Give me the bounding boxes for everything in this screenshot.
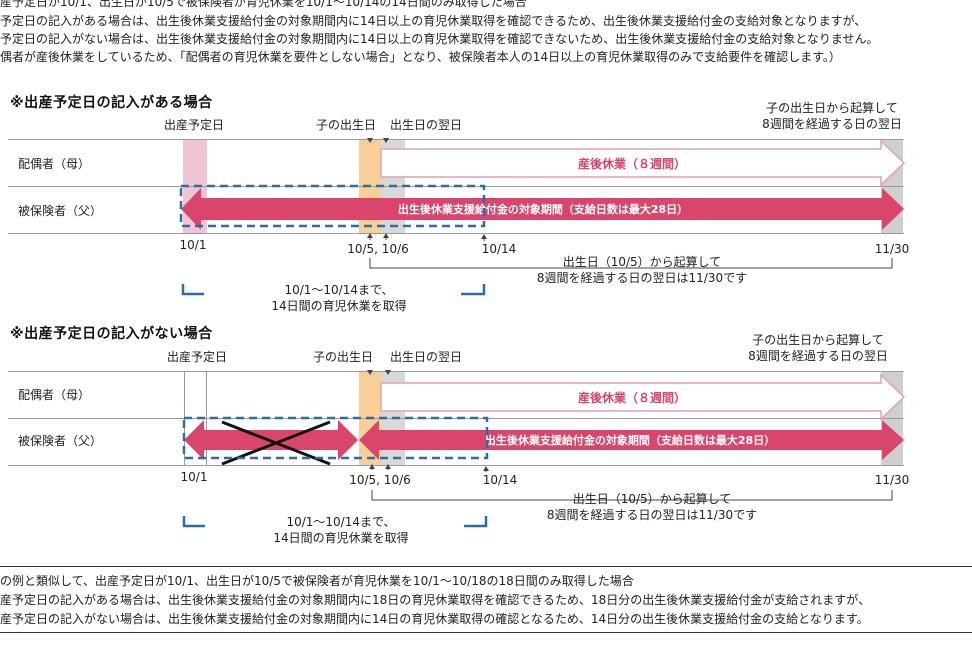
summary-line-3: 産予定日の記入がない場合は、出生後休業支援給付金の対象期間内に14日の育児休業取… — [0, 612, 869, 626]
row-spouse-label: 配偶者（母） — [18, 388, 91, 402]
note-leave: 10/1～10/14まで、 14日間の育児休業を取得 — [273, 515, 409, 545]
date-leave-end: 10/14 — [482, 473, 518, 487]
benefit-label: 出生後休業支援給付金の対象期間（支給日数は最大28日） — [398, 202, 688, 216]
divider — [0, 566, 972, 567]
intro-line-3: 予定日の記入がない場合は、出生後休業支援給付金の対象期間内に14日以上の育児休業… — [0, 32, 879, 46]
label-birth-date: 子の出生日 — [312, 350, 374, 364]
note-leave: 10/1～10/14まで、 14日間の育児休業を取得 — [271, 283, 407, 313]
benefit-label: 出生後休業支援給付金の対象期間（支給日数は最大28日） — [485, 433, 775, 447]
section-heading: ※出産予定日の記入がない場合 — [10, 326, 213, 342]
intro-line-4: 偶者が産後休業をしているため、「配偶者の育児休業を要件としない場合」となり、被保… — [0, 50, 841, 64]
label-next-day: 出生日の翌日 — [389, 118, 463, 132]
note-calc: 出生日（10/5）から起算して 8週間を経過する日の翌日は11/30です — [546, 492, 758, 522]
date-end: 11/30 — [874, 473, 910, 487]
leave-dashed-box — [182, 416, 489, 460]
cross-mark — [221, 420, 331, 466]
label-8weeks: 子の出生日から起算して 8週間を経過する日の翌日 — [762, 101, 902, 131]
date-birth: 10/5, 10/6 — [349, 473, 411, 487]
date-end: 11/30 — [874, 242, 910, 256]
row-insured-label: 被保険者（父） — [18, 434, 103, 448]
leave-dashed-box — [179, 184, 486, 228]
postnatal-label: 産後休業（８週間） — [578, 156, 686, 171]
label-due-date: 出産予定日 — [166, 350, 228, 364]
row-spouse-label: 配偶者（母） — [18, 157, 91, 171]
date-leave-end: 10/14 — [481, 242, 517, 256]
date-due: 10/1 — [180, 470, 208, 484]
date-birth: 10/5, 10/6 — [347, 242, 409, 256]
summary-line-1: の例と類似して、出産予定日が10/1、出生日が10/5で被保険者が育児休業を10… — [0, 574, 634, 588]
label-next-day: 出生日の翌日 — [389, 350, 463, 364]
invalid-leave-arrow — [184, 420, 358, 460]
row-insured-label: 被保険者（父） — [18, 204, 103, 218]
section-heading: ※出産予定日の記入がある場合 — [10, 95, 213, 111]
label-8weeks: 子の出生日から起算して 8週間を経過する日の翌日 — [748, 333, 888, 363]
label-due-date: 出産予定日 — [163, 118, 225, 132]
intro-line-2: 予定日の記入がある場合は、出生後休業支援給付金の対象期間内に14日以上の育児休業… — [0, 14, 867, 28]
postnatal-label: 産後休業（８週間） — [578, 390, 686, 405]
intro-line-1: 産予定日が10/1、出生日が10/5で被保険者が育児休業を10/1～10/14の… — [0, 0, 527, 9]
date-due: 10/1 — [179, 238, 207, 252]
label-birth-date: 子の出生日 — [315, 118, 377, 132]
note-calc: 出生日（10/5）から起算して 8週間を経過する日の翌日は11/30です — [536, 255, 748, 285]
summary-line-2: 産予定日の記入がある場合は、出生後休業支援給付金の対象期間内に18日の育児休業取… — [0, 593, 871, 607]
